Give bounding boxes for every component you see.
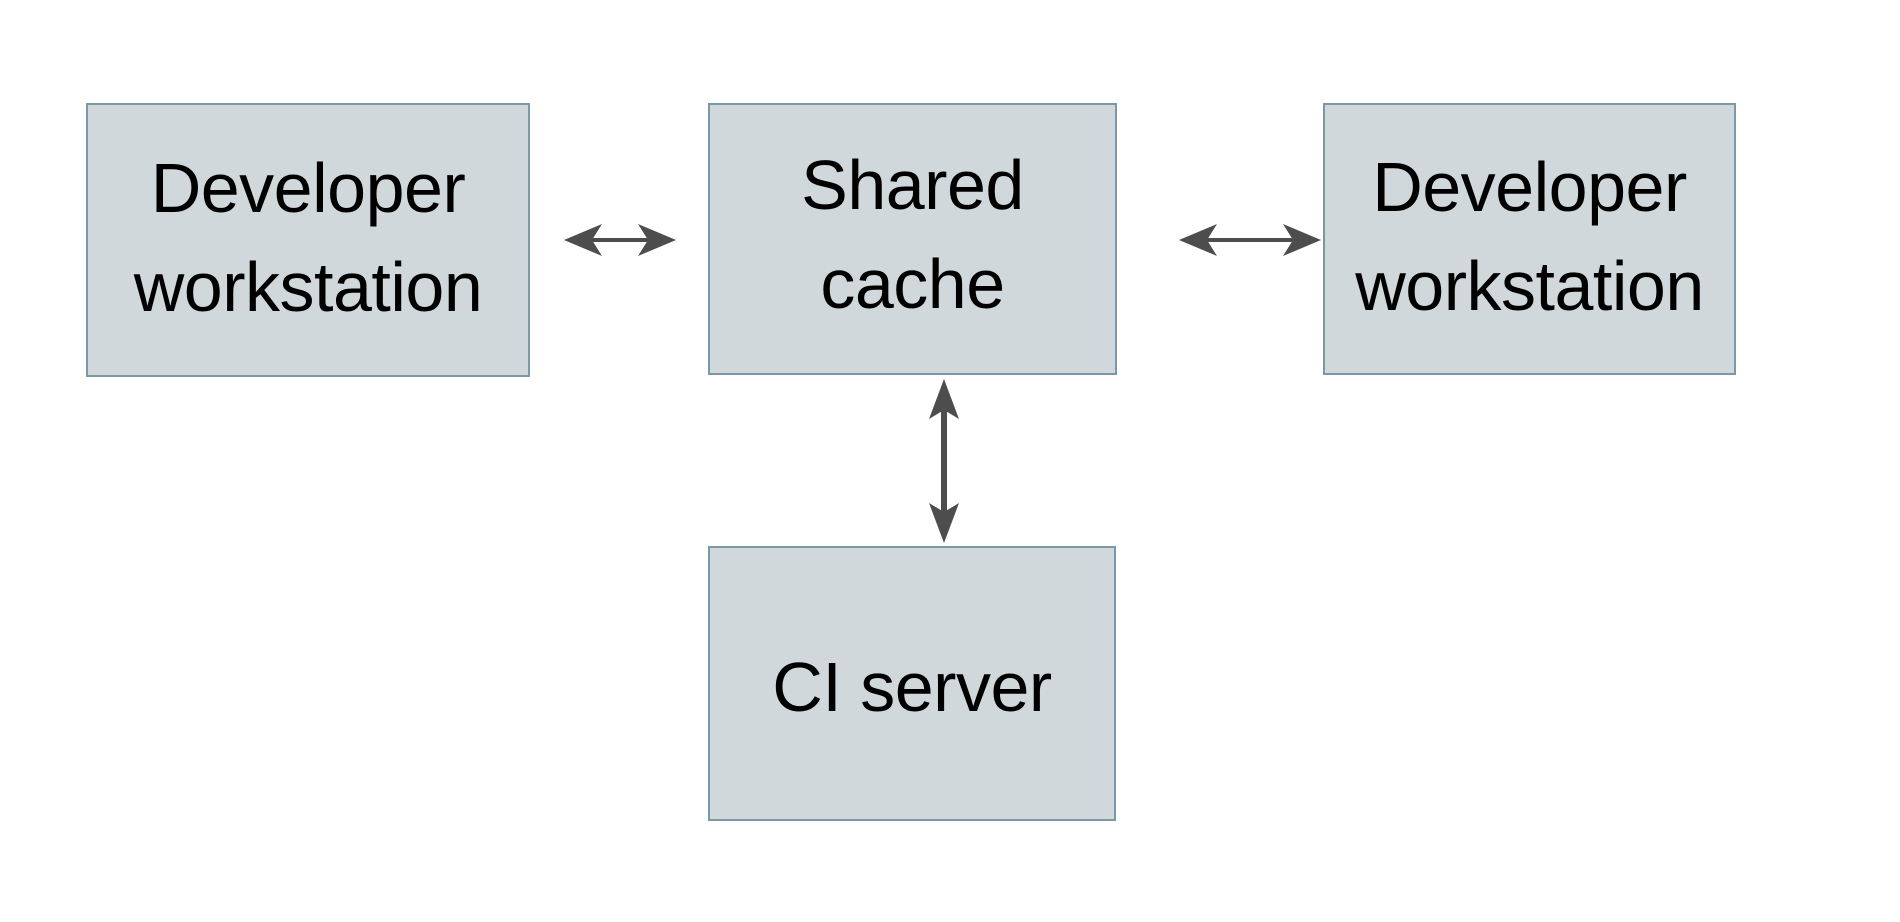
double-arrow-icon xyxy=(929,379,959,543)
node-label: Shared cache xyxy=(801,145,1024,323)
double-arrow-icon xyxy=(1179,224,1321,256)
node-label: CI server xyxy=(772,647,1052,726)
node-ci-server[interactable]: CI server xyxy=(708,546,1116,821)
node-developer-workstation-left[interactable]: Developer workstation xyxy=(86,103,530,377)
node-shared-cache[interactable]: Shared cache xyxy=(708,103,1117,375)
node-label: Developer workstation xyxy=(133,148,483,326)
edge-dev-left-to-shared-cache[interactable] xyxy=(530,200,710,280)
node-label: Developer workstation xyxy=(1355,147,1704,325)
node-developer-workstation-right[interactable]: Developer workstation xyxy=(1323,103,1736,375)
double-arrow-icon xyxy=(564,224,676,256)
edge-shared-cache-to-ci-server[interactable] xyxy=(905,375,985,547)
edge-shared-cache-to-dev-right[interactable] xyxy=(1117,200,1325,280)
